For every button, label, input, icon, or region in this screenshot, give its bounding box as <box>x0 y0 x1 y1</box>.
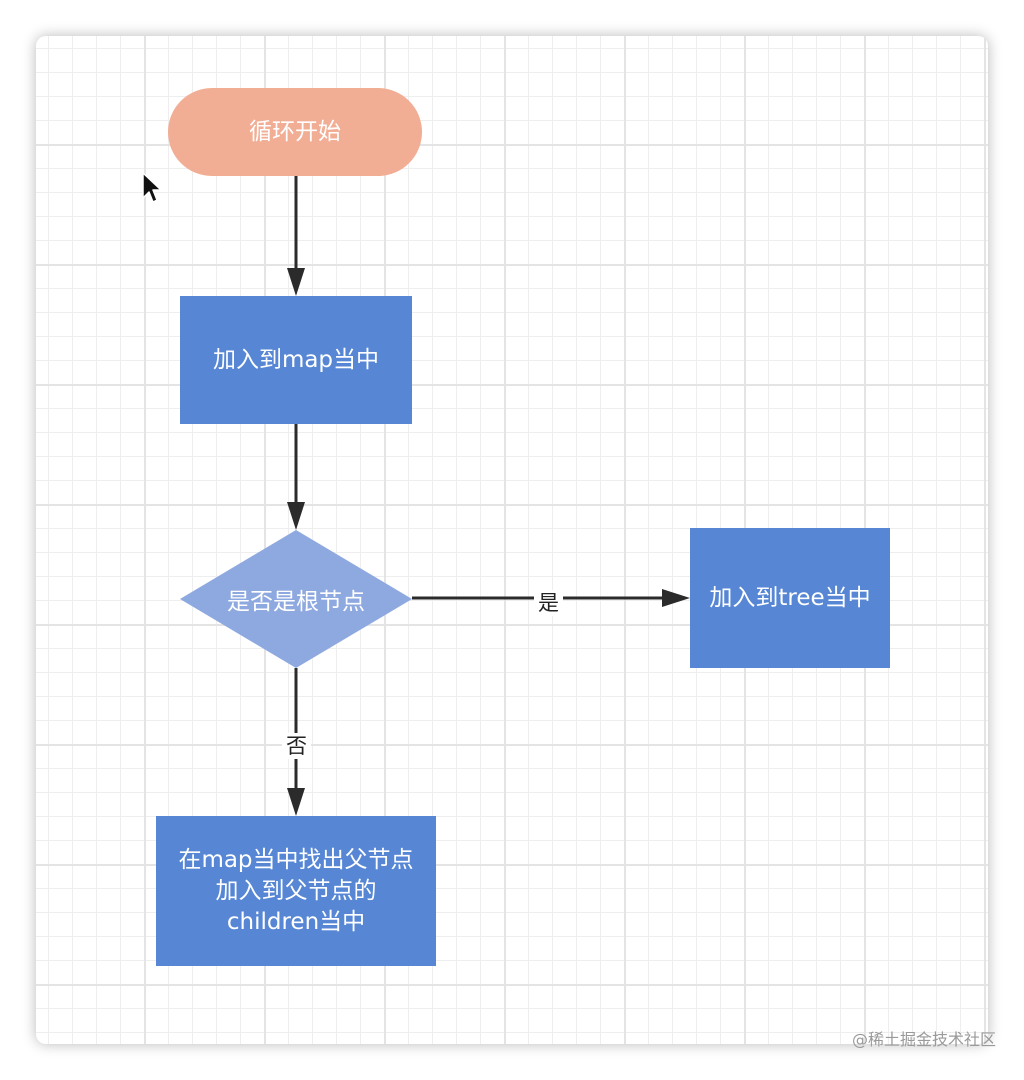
watermark: @稀土掘金技术社区 <box>851 1030 996 1049</box>
start-node[interactable]: 循环开始 <box>168 88 422 176</box>
arrowhead-map-to-decision <box>287 502 305 530</box>
arrowhead-decision-to-children <box>287 788 305 816</box>
edge-label-no: 否 <box>282 733 311 759</box>
arrowhead-start-to-map <box>287 268 305 296</box>
add-to-tree-node[interactable]: 加入到tree当中 <box>690 528 890 668</box>
flowchart-canvas: 循环开始 加入到map当中 是否是根节点 加入到tree当中 在map当中找出父… <box>36 36 988 1044</box>
is-root-decision-node[interactable]: 是否是根节点 <box>180 530 412 668</box>
decision-label: 是否是根节点 <box>227 589 365 615</box>
arrow-cursor-icon <box>142 172 164 210</box>
add-to-map-node[interactable]: 加入到map当中 <box>180 296 412 424</box>
add-to-parent-children-node[interactable]: 在map当中找出父节点加入到父节点的children当中 <box>156 816 436 966</box>
decision-diamond-shape <box>180 530 412 668</box>
arrowhead-decision-to-tree <box>662 589 690 607</box>
edge-label-yes: 是 <box>534 590 563 616</box>
